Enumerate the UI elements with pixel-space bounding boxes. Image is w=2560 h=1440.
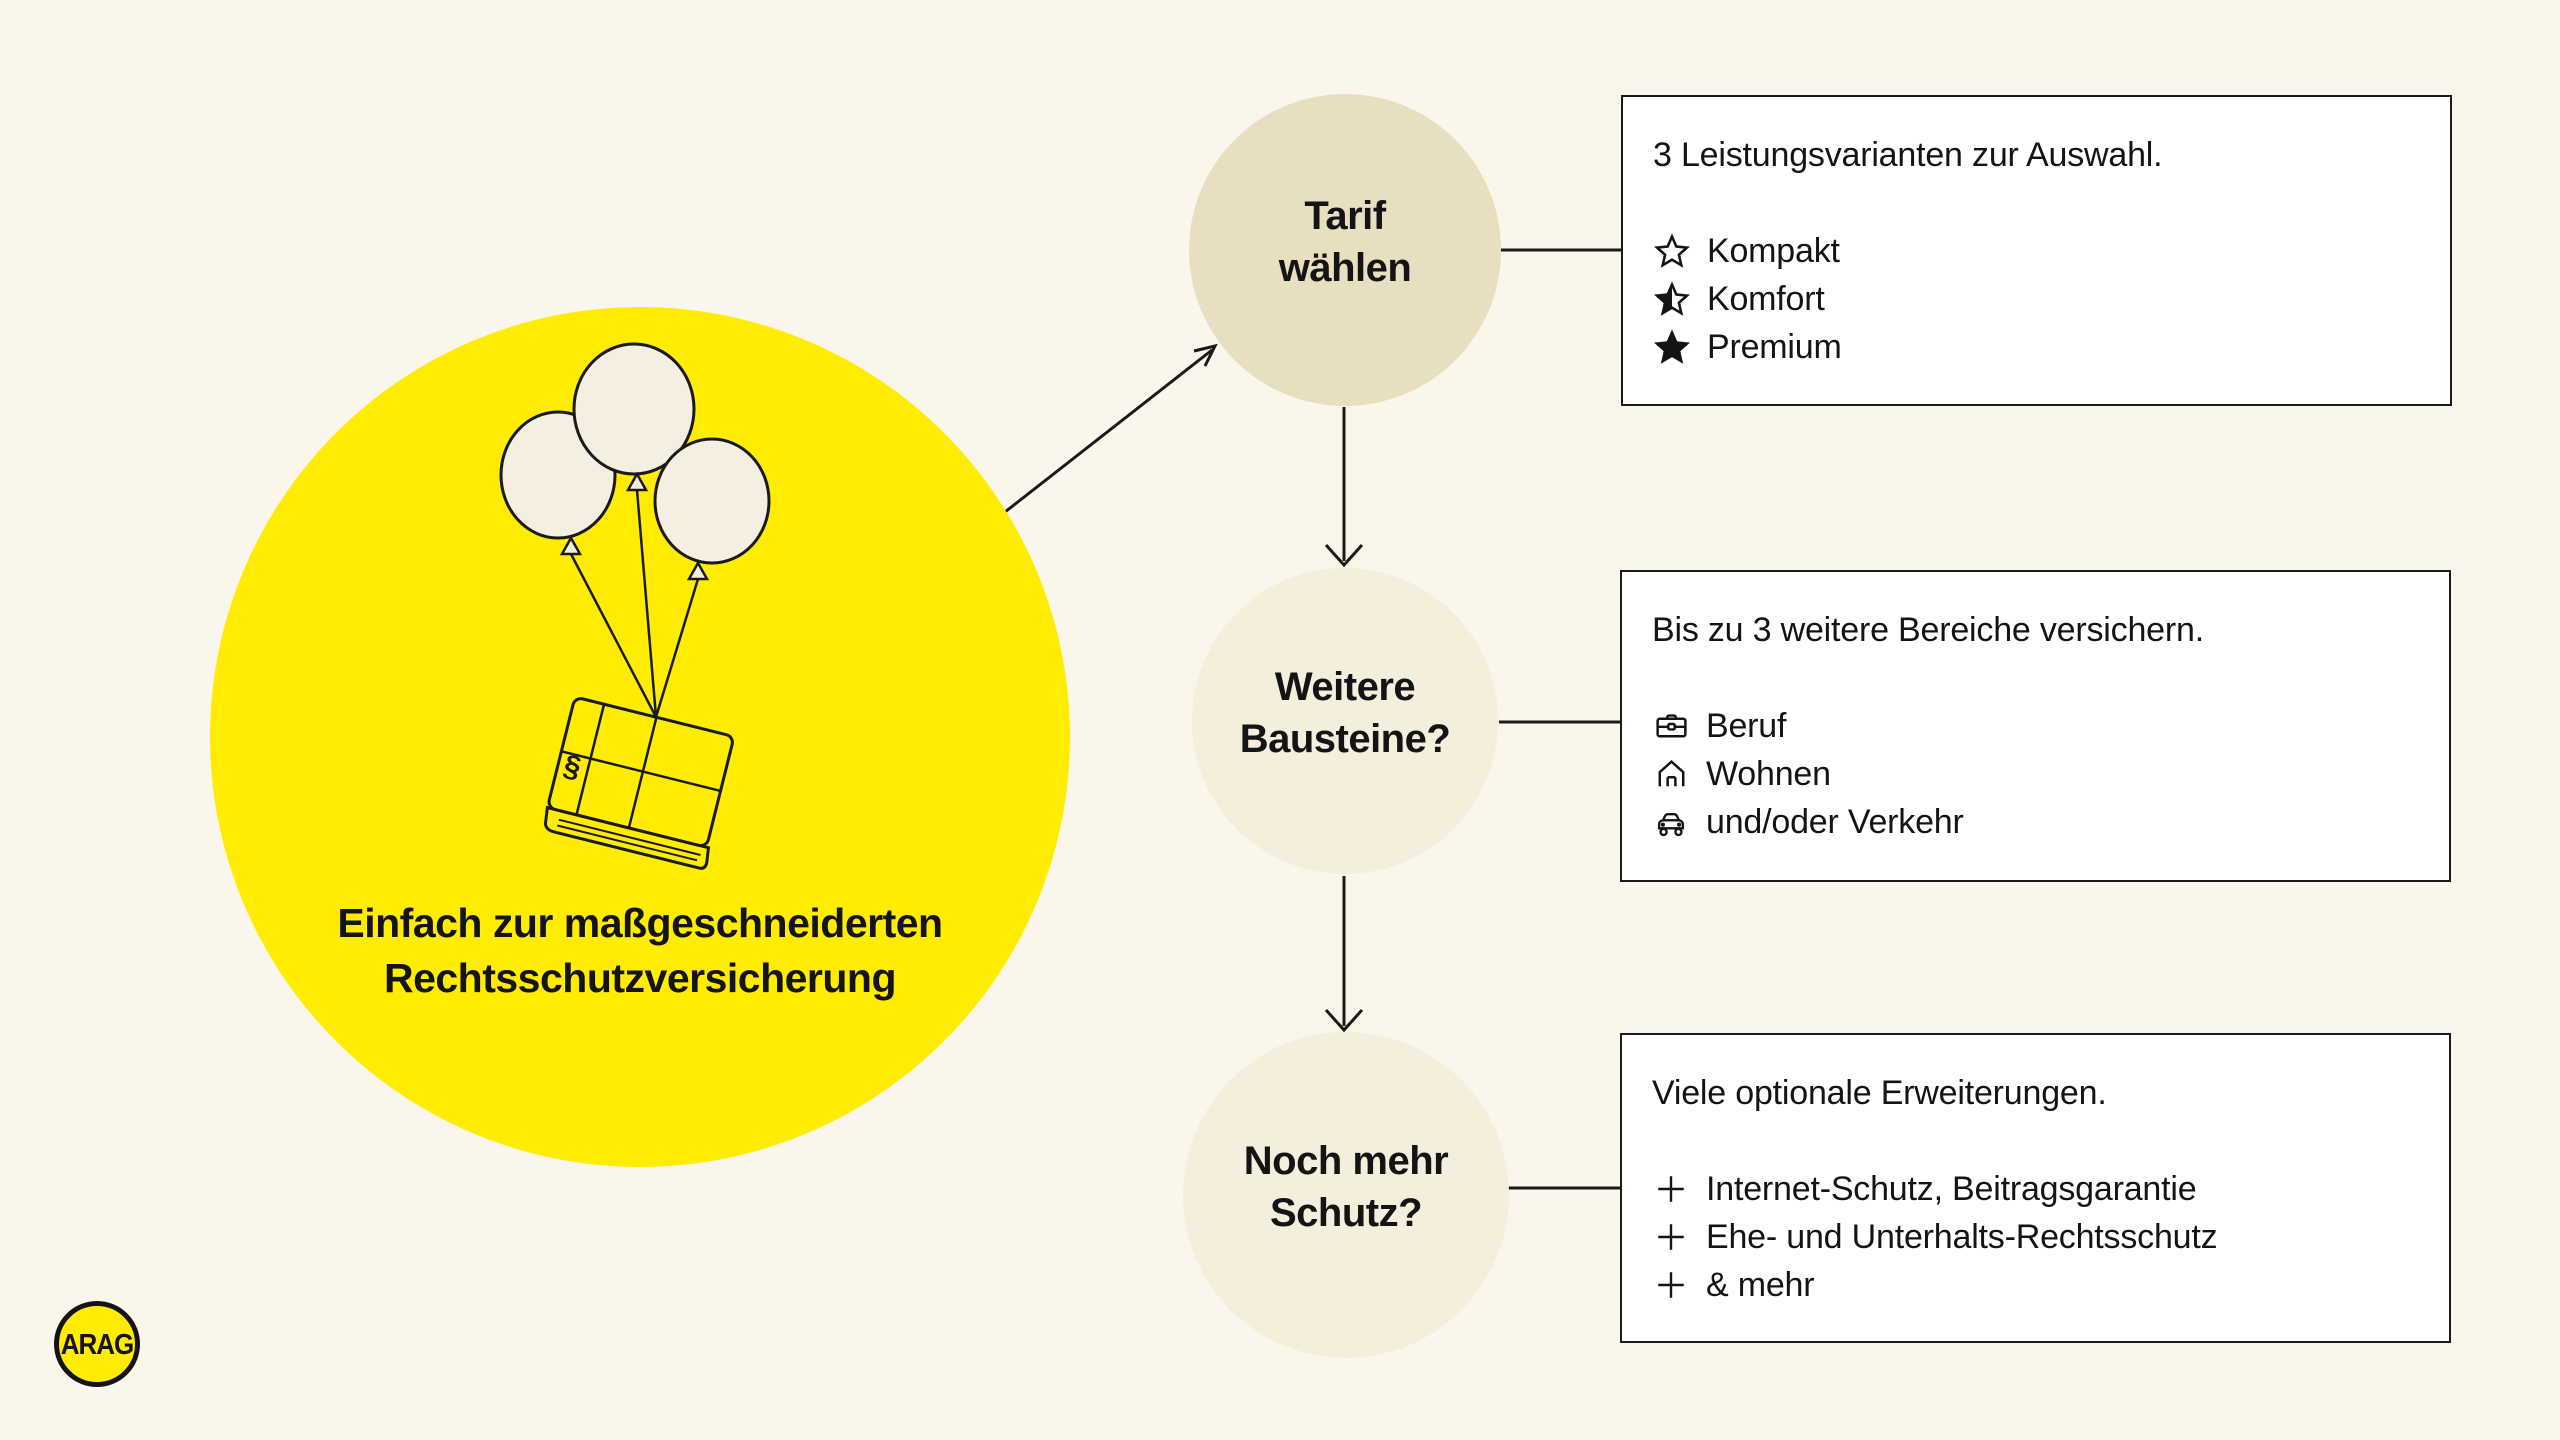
plus-icon	[1652, 1266, 1690, 1304]
law-book: §	[543, 697, 734, 870]
balloon-icon	[572, 342, 696, 476]
arag-logo: ARAG	[54, 1301, 140, 1387]
list-item-label: Beruf	[1706, 706, 1787, 745]
briefcase-icon	[1652, 707, 1690, 745]
hero-tagline-line1: Einfach zur maßgeschneiderten	[337, 900, 943, 946]
list-item-label: Kompakt	[1707, 231, 1840, 270]
list-item: Premium	[1653, 323, 2420, 371]
list-item: & mehr	[1652, 1261, 2419, 1309]
info-box-erweiterungen: Viele optionale Erweiterungen. Internet-…	[1620, 1033, 2451, 1343]
list-item: und/oder Verkehr	[1652, 798, 2419, 846]
info-box-leistungsvarianten: 3 Leistungsvarianten zur Auswahl. Kompak…	[1621, 95, 2452, 406]
list-item-label: & mehr	[1706, 1265, 1815, 1304]
list-item: Wohnen	[1652, 750, 2419, 798]
list-item-label: und/oder Verkehr	[1706, 802, 1964, 841]
step-label-line1: Noch mehr	[1243, 1139, 1449, 1183]
box-item-list: Kompakt Komfort Premium	[1653, 227, 2420, 371]
balloon-knot	[686, 560, 710, 581]
box-title: Viele optionale Erweiterungen.	[1652, 1074, 2107, 1112]
list-item: Kompakt	[1653, 227, 2420, 275]
step-circle-noch-mehr-schutz: Noch mehr Schutz?	[1183, 1032, 1509, 1358]
arrow-step1-to-step2-head	[1324, 543, 1364, 568]
step-label-line2: Schutz?	[1269, 1191, 1423, 1235]
arrow-hero-to-step1-shaft	[1004, 348, 1213, 514]
star-half-icon	[1653, 280, 1691, 318]
arrow-hero-to-step1-head	[1193, 343, 1218, 367]
list-item-label: Wohnen	[1706, 754, 1831, 793]
balloon-knot	[625, 471, 649, 492]
list-item-label: Ehe- und Unterhalts-Rechtsschutz	[1706, 1217, 2218, 1256]
hero-tagline: Einfach zur maßgeschneiderten Rechtsschu…	[210, 896, 1070, 1006]
balloon-knot	[559, 535, 583, 556]
box-title: 3 Leistungsvarianten zur Auswahl.	[1653, 136, 2163, 174]
step-label-line2: Bausteine?	[1239, 717, 1451, 761]
step-label-line2: wählen	[1278, 246, 1412, 290]
list-item: Komfort	[1653, 275, 2420, 323]
step-circle-tarif-waehlen: Tarif wählen	[1189, 94, 1501, 406]
step-circle-weitere-bausteine: Weitere Bausteine?	[1192, 568, 1498, 874]
house-icon	[1652, 755, 1690, 793]
balloon-icon	[653, 437, 771, 565]
star-filled-icon	[1653, 328, 1691, 366]
list-item: Beruf	[1652, 702, 2419, 750]
step-label-line1: Weitere	[1274, 665, 1416, 709]
box-title: Bis zu 3 weitere Bereiche versichern.	[1652, 611, 2204, 649]
book-ribbon	[561, 716, 721, 829]
list-item: Ehe- und Unterhalts-Rechtsschutz	[1652, 1213, 2419, 1261]
arag-logo-text: ARAG	[60, 1326, 135, 1361]
plus-icon	[1652, 1170, 1690, 1208]
arrow-step2-to-step3-head	[1324, 1008, 1364, 1033]
box-item-list: Internet-Schutz, Beitragsgarantie Ehe- u…	[1652, 1165, 2419, 1309]
balloons	[499, 342, 771, 581]
balloon-strings	[569, 489, 700, 718]
hero-tagline-line2: Rechtsschutzversicherung	[383, 955, 897, 1001]
step-label-line1: Tarif	[1304, 194, 1386, 238]
car-icon	[1652, 803, 1690, 841]
star-outline-icon	[1653, 232, 1691, 270]
list-item: Internet-Schutz, Beitragsgarantie	[1652, 1165, 2419, 1213]
info-box-weitere-bereiche: Bis zu 3 weitere Bereiche versichern. Be…	[1620, 570, 2451, 882]
hero-circle: § Einfach zur maßgeschneiderten Rechtssc…	[210, 307, 1070, 1167]
plus-icon	[1652, 1218, 1690, 1256]
list-item-label: Internet-Schutz, Beitragsgarantie	[1706, 1169, 2197, 1208]
list-item-label: Premium	[1707, 327, 1842, 366]
box-item-list: Beruf Wohnen und/oder Verkehr	[1652, 702, 2419, 846]
balloons-book-illustration: §	[499, 342, 771, 870]
list-item-label: Komfort	[1707, 279, 1825, 318]
